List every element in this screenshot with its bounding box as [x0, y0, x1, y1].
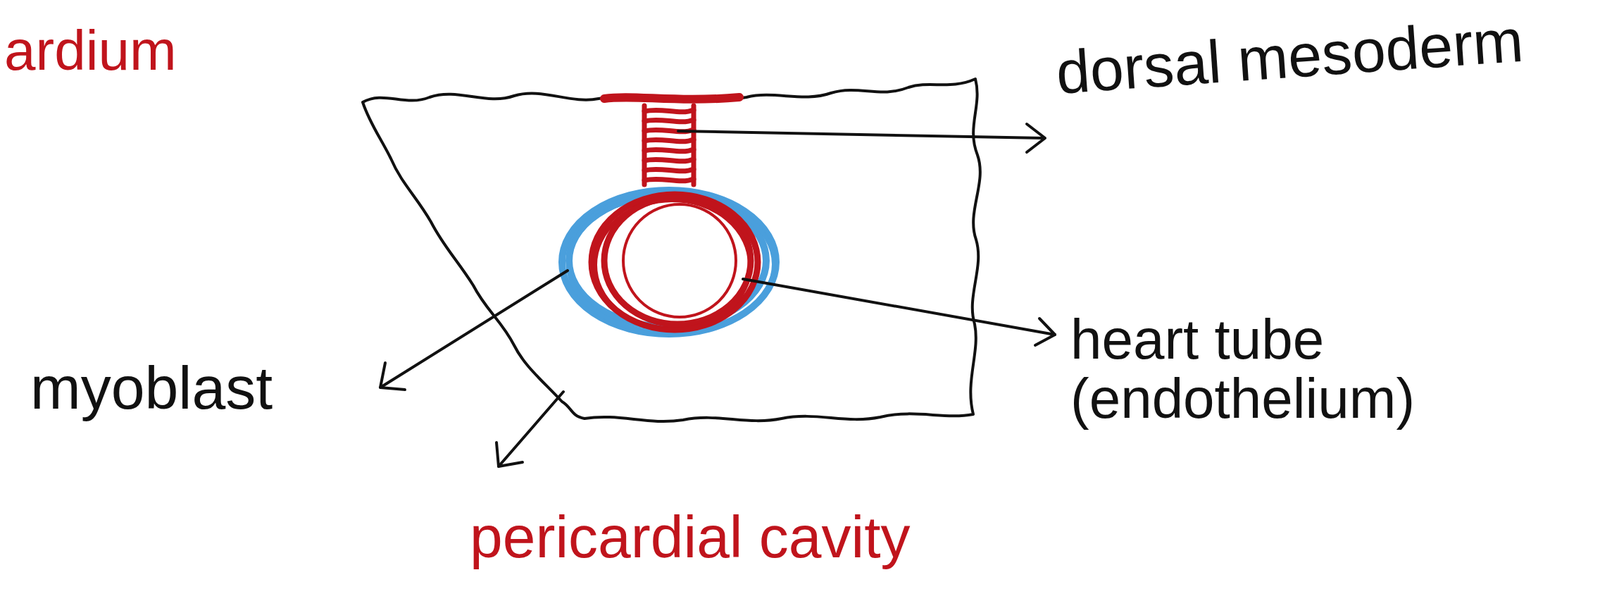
part-label: myoblast	[30, 355, 273, 420]
myoblast-layer	[561, 190, 777, 334]
heart-tube-lumen	[623, 204, 736, 317]
part-label: heart tube (endothelium)	[1070, 309, 1415, 429]
dorsal-mesoderm-band	[604, 97, 740, 100]
arrowhead	[496, 442, 523, 467]
leader-myoblast	[380, 270, 568, 388]
leader-lines	[380, 123, 1055, 467]
part-label: dorsal mesoderm	[1054, 8, 1526, 105]
heart-tube-wall	[591, 194, 758, 330]
region-label: pericardial cavity	[469, 505, 911, 568]
arrowhead	[1035, 318, 1055, 346]
dorsal-mesoderm-coil	[644, 105, 694, 185]
arrowhead	[380, 362, 405, 390]
arrowhead	[1026, 123, 1046, 153]
leader-heart-tube	[742, 278, 1055, 335]
pericardial-outline	[362, 78, 981, 422]
leader-dorsal-mesoderm	[678, 130, 1044, 139]
region-label: ardium	[4, 21, 177, 81]
leader-pericardial-cavity	[498, 391, 564, 467]
